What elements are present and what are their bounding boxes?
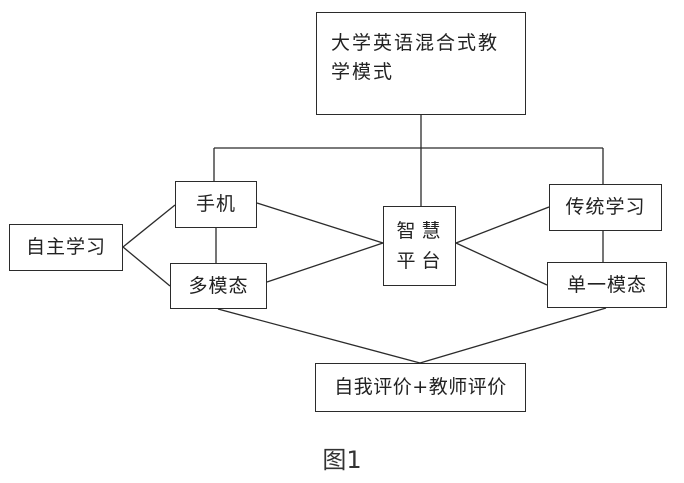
node-self-study: 自主学习	[9, 224, 123, 271]
line-single-to-eval	[419, 307, 607, 364]
node-evaluation: 自我评价+教师评价	[315, 363, 526, 412]
node-phone-label: 手机	[195, 193, 236, 216]
line-multimodal-to-eval	[217, 308, 421, 364]
node-multimodal: 多模态	[170, 263, 267, 309]
line-smart-to-single	[455, 242, 548, 286]
node-evaluation-label: 自我评价+教师评价	[334, 376, 507, 399]
node-traditional-learning-label: 传统学习	[565, 196, 646, 219]
node-traditional-learning: 传统学习	[549, 184, 662, 231]
line-self-to-multimodal	[122, 246, 171, 287]
top-node-blended-teaching-mode: 大学英语混合式教学模式	[316, 12, 526, 115]
node-single-modal-label: 单一模态	[566, 273, 647, 296]
line-self-to-phone	[122, 204, 176, 248]
node-self-study-label: 自主学习	[25, 236, 106, 259]
node-single-modal: 单一模态	[547, 262, 667, 308]
line-phone-to-smart	[256, 202, 384, 244]
node-smart-platform-label: 智慧平台	[396, 219, 447, 272]
figure-caption: 图1	[322, 446, 362, 474]
top-node-label: 大学英语混合式教学模式	[331, 32, 500, 84]
line-smart-to-traditional	[455, 206, 550, 244]
node-phone: 手机	[175, 181, 257, 228]
node-smart-platform: 智慧平台	[383, 206, 456, 286]
node-multimodal-label: 多模态	[188, 274, 249, 297]
line-multimodal-to-smart	[266, 242, 384, 283]
